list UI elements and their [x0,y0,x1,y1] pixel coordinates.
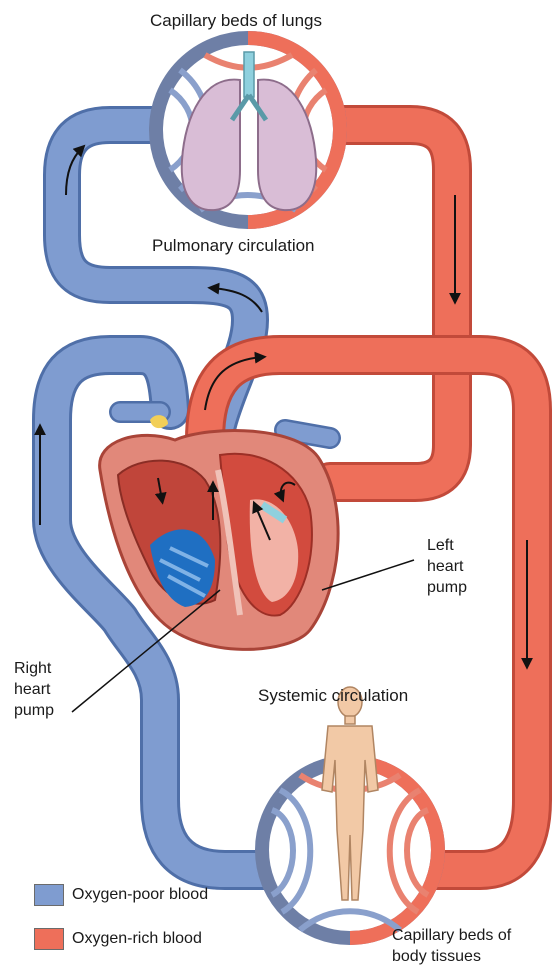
label-capillary-beds-lungs: Capillary beds of lungs [150,11,322,30]
label-pulmonary-circulation: Pulmonary circulation [152,236,315,255]
label-capillary-beds-body: Capillary beds of body tissues [392,925,511,967]
label-systemic-circulation: Systemic circulation [258,686,408,705]
label-left-heart-pump: Left heart pump [427,535,467,598]
legend-swatch-oxygen-poor [34,884,64,906]
legend-label-oxygen-rich: Oxygen-rich blood [72,930,202,948]
lung-capillary-bed [156,38,340,222]
pulmonary-vein-vessel [330,125,452,482]
legend-label-oxygen-poor: Oxygen-poor blood [72,886,208,904]
legend-swatch-oxygen-rich [34,928,64,950]
body-capillary-bed [262,687,438,938]
label-right-heart-pump: Right heart pump [14,658,54,721]
